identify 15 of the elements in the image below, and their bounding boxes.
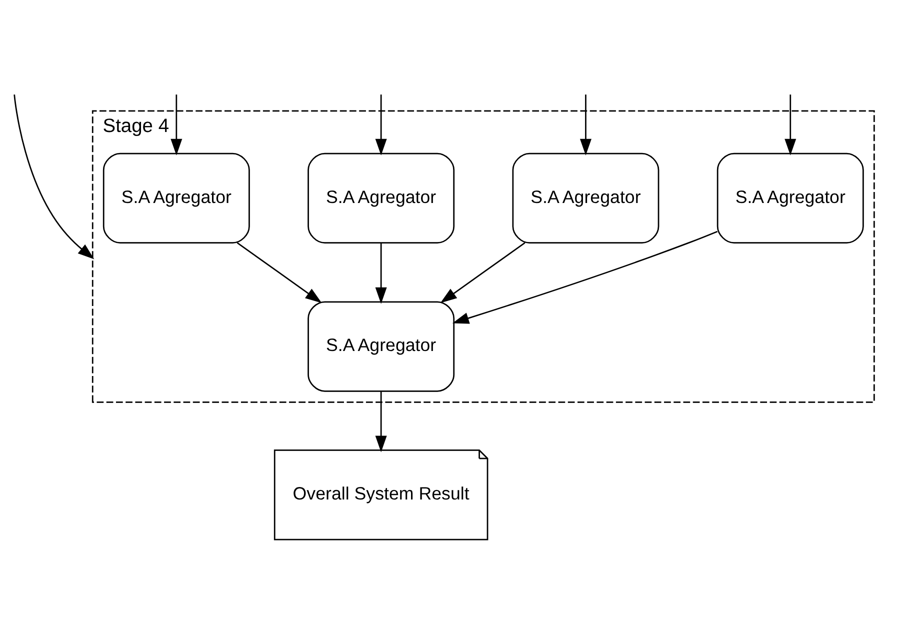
arrow <box>375 390 387 452</box>
arrow <box>440 242 526 302</box>
node-box: S.A Agregator <box>102 152 250 244</box>
arrow <box>452 230 718 324</box>
node-box: S.A Agregator <box>308 152 455 244</box>
arrow <box>784 94 796 155</box>
node-box: S.A Agregator <box>512 152 660 244</box>
arrow <box>14 94 94 259</box>
arrow <box>580 94 592 155</box>
arrow <box>375 242 387 304</box>
arrow <box>236 242 322 302</box>
arrow <box>170 94 182 155</box>
node-box: S.A Agregator <box>716 152 864 244</box>
arrow <box>375 94 387 155</box>
node-box: S.A Agregator <box>308 300 455 392</box>
